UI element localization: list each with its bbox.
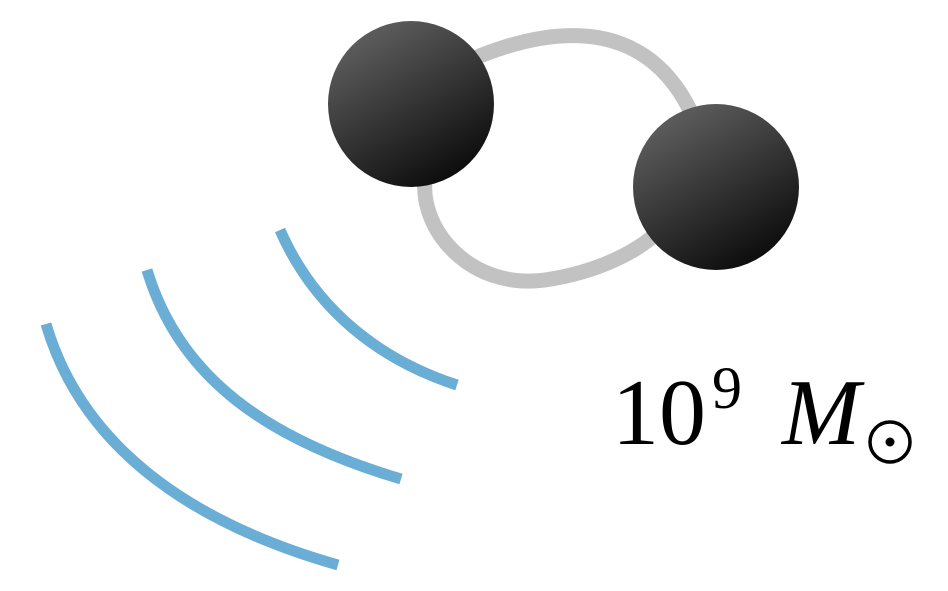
gravitational-wave-icon xyxy=(147,270,401,479)
sun-symbol-icon xyxy=(866,418,914,466)
gravitational-waves xyxy=(46,230,457,565)
black-hole-icon xyxy=(633,104,799,270)
mass-exponent: 9 xyxy=(712,358,742,418)
mass-symbol: M xyxy=(782,366,860,460)
black-hole-icon xyxy=(328,21,494,187)
gravitational-wave-icon xyxy=(280,230,457,385)
mass-base: 10 xyxy=(612,366,706,460)
